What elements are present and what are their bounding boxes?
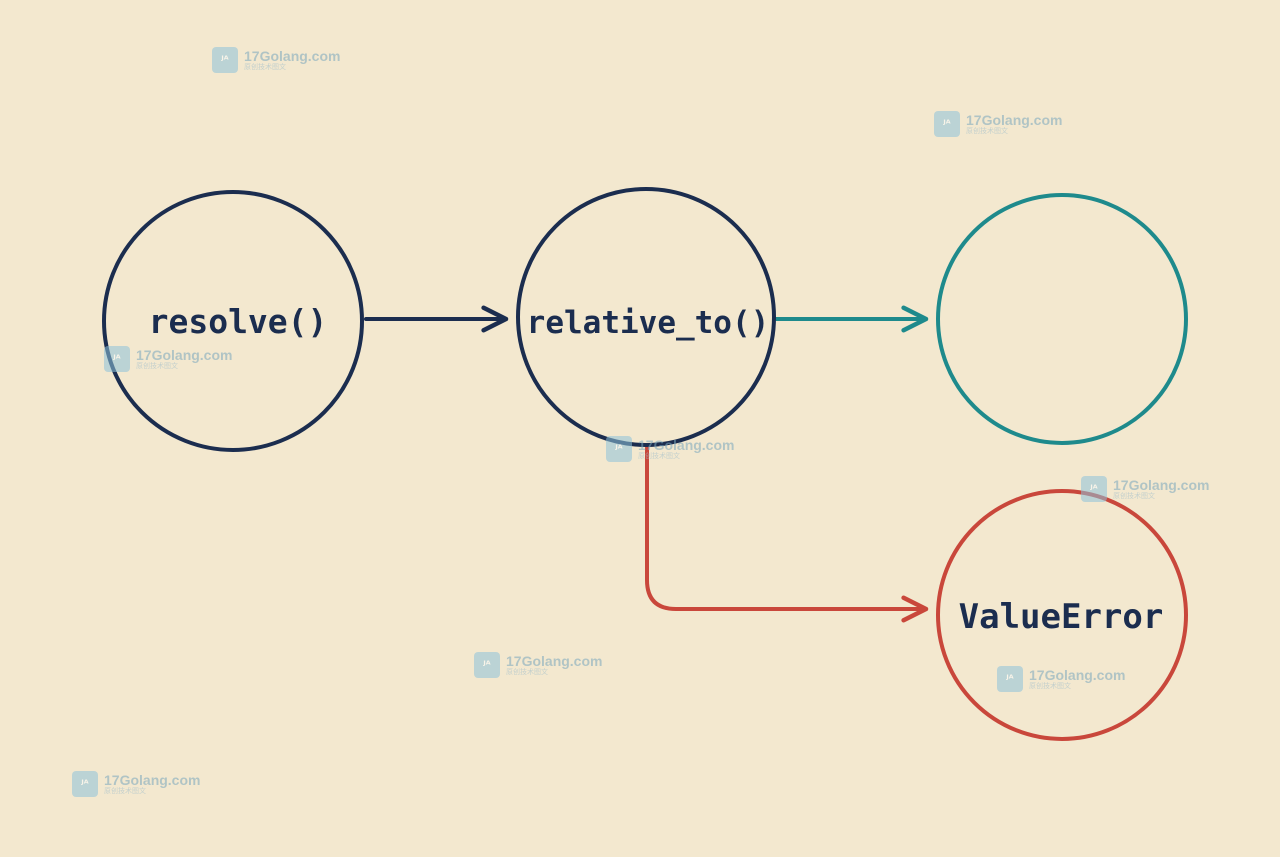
watermark-logo-icon: ᴶᴬ (72, 771, 98, 797)
watermark-text: 17Golang.com (966, 111, 1063, 128)
watermark-logo-icon: ᴶᴬ (934, 111, 960, 137)
watermark: ᴶᴬ 17Golang.com 原创技术图文 (606, 436, 734, 462)
watermark-subtext: 原创技术图文 (1113, 491, 1155, 500)
watermark-logo-icon: ᴶᴬ (474, 652, 500, 678)
watermark-text: 17Golang.com (104, 771, 201, 788)
watermark: ᴶᴬ 17Golang.com 原创技术图文 (474, 652, 602, 678)
watermark-logo-icon: ᴶᴬ (997, 666, 1023, 692)
watermark-text: 17Golang.com (1029, 666, 1126, 683)
watermark-text: 17Golang.com (638, 436, 735, 453)
watermark: ᴶᴬ 17Golang.com 原创技术图文 (104, 346, 232, 372)
node-error (936, 489, 1188, 741)
watermark-logo-icon: ᴶᴬ (212, 47, 238, 73)
node-error-label: ValueError (959, 597, 1164, 637)
watermark-text: 17Golang.com (136, 346, 233, 363)
watermark-text: 17Golang.com (506, 652, 603, 669)
node-relative-to-label: relative_to() (527, 305, 770, 341)
watermark: ᴶᴬ 17Golang.com 原创技术图文 (997, 666, 1125, 692)
node-relative-to (516, 187, 776, 447)
watermark-subtext: 原创技术图文 (244, 62, 286, 71)
watermark-subtext: 原创技术图文 (638, 451, 680, 460)
watermark: ᴶᴬ 17Golang.com 原创技术图文 (72, 771, 200, 797)
watermark-subtext: 原创技术图文 (1029, 681, 1071, 690)
node-result (936, 193, 1188, 445)
watermark-subtext: 原创技术图文 (104, 786, 146, 795)
watermark-logo-icon: ᴶᴬ (104, 346, 130, 372)
watermark: ᴶᴬ 17Golang.com 原创技术图文 (934, 111, 1062, 137)
watermark-text: 17Golang.com (1113, 476, 1210, 493)
watermark-subtext: 原创技术图文 (966, 126, 1008, 135)
watermark: ᴶᴬ 17Golang.com 原创技术图文 (1081, 476, 1209, 502)
edge-relative-to-error (645, 446, 929, 623)
node-resolve-label: resolve() (149, 302, 328, 341)
watermark: ᴶᴬ 17Golang.com 原创技术图文 (212, 47, 340, 73)
watermark-subtext: 原创技术图文 (506, 667, 548, 676)
watermark-text: 17Golang.com (244, 47, 341, 64)
watermark-logo-icon: ᴶᴬ (606, 436, 632, 462)
node-resolve (102, 190, 364, 452)
watermark-subtext: 原创技术图文 (136, 361, 178, 370)
watermark-logo-icon: ᴶᴬ (1081, 476, 1107, 502)
